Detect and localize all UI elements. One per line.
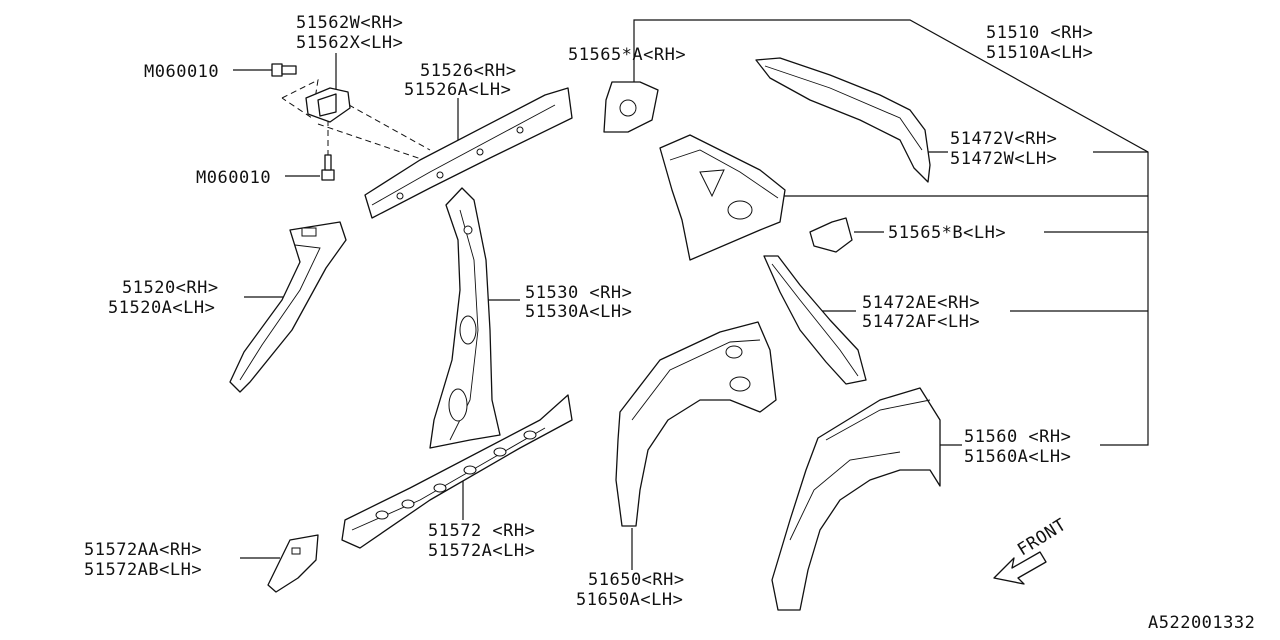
diagram-code: A522001332 xyxy=(1148,613,1255,633)
front-arrow-icon xyxy=(993,551,1047,585)
label-51510a: 51510A<LH> xyxy=(986,43,1093,63)
label-51472af: 51472AF<LH> xyxy=(862,312,980,332)
label-51560: 51560 <RH> xyxy=(964,427,1071,447)
label-51562w: 51562W<RH> xyxy=(296,13,403,33)
label-51560a: 51560A<LH> xyxy=(964,447,1071,467)
label-51572ab: 51572AB<LH> xyxy=(84,560,202,580)
label-51526: 51526<RH> xyxy=(420,61,517,81)
pillar-51520 xyxy=(229,221,347,393)
bracket-51572aa xyxy=(267,534,319,593)
label-51650a: 51650A<LH> xyxy=(576,590,683,610)
label-51562x: 51562X<LH> xyxy=(296,33,403,53)
label-51472w: 51472W<LH> xyxy=(950,149,1057,169)
wheelhouse-51650 xyxy=(615,321,777,527)
label-51472v: 51472V<RH> xyxy=(950,129,1057,149)
label-51530: 51530 <RH> xyxy=(525,283,632,303)
label-51530a: 51530A<LH> xyxy=(525,302,632,322)
label-51572: 51572 <RH> xyxy=(428,521,535,541)
label-51472ae: 51472AE<RH> xyxy=(862,293,980,313)
rail-51472ae xyxy=(763,255,867,385)
label-51650: 51650<RH> xyxy=(588,570,685,590)
label-51572a: 51572A<LH> xyxy=(428,541,535,561)
label-51565a: 51565*A<RH> xyxy=(568,45,686,65)
bracket-51562 xyxy=(305,87,351,123)
label-51520a: 51520A<LH> xyxy=(108,298,215,318)
rail-51526 xyxy=(364,87,573,219)
wheelarch-51560 xyxy=(771,387,941,611)
label-51572aa: 51572AA<RH> xyxy=(84,540,202,560)
sill-51572 xyxy=(341,394,573,549)
panel-51510 xyxy=(659,134,786,261)
label-51565b: 51565*B<LH> xyxy=(888,223,1006,243)
label-51526a: 51526A<LH> xyxy=(404,80,511,100)
label-m060010-bottom: M060010 xyxy=(196,168,271,188)
bolt-top-icon xyxy=(271,63,297,77)
label-51520: 51520<RH> xyxy=(122,278,219,298)
panel-51565a xyxy=(603,81,659,133)
leader-lines xyxy=(233,19,1149,570)
rail-51472v xyxy=(755,57,931,183)
bracket-51565b xyxy=(809,217,853,253)
pillar-51530 xyxy=(429,187,501,449)
bolt-bottom-icon xyxy=(321,154,335,181)
label-m060010-top: M060010 xyxy=(144,62,219,82)
front-label: FRONT xyxy=(1014,515,1070,560)
label-51510: 51510 <RH> xyxy=(986,23,1093,43)
